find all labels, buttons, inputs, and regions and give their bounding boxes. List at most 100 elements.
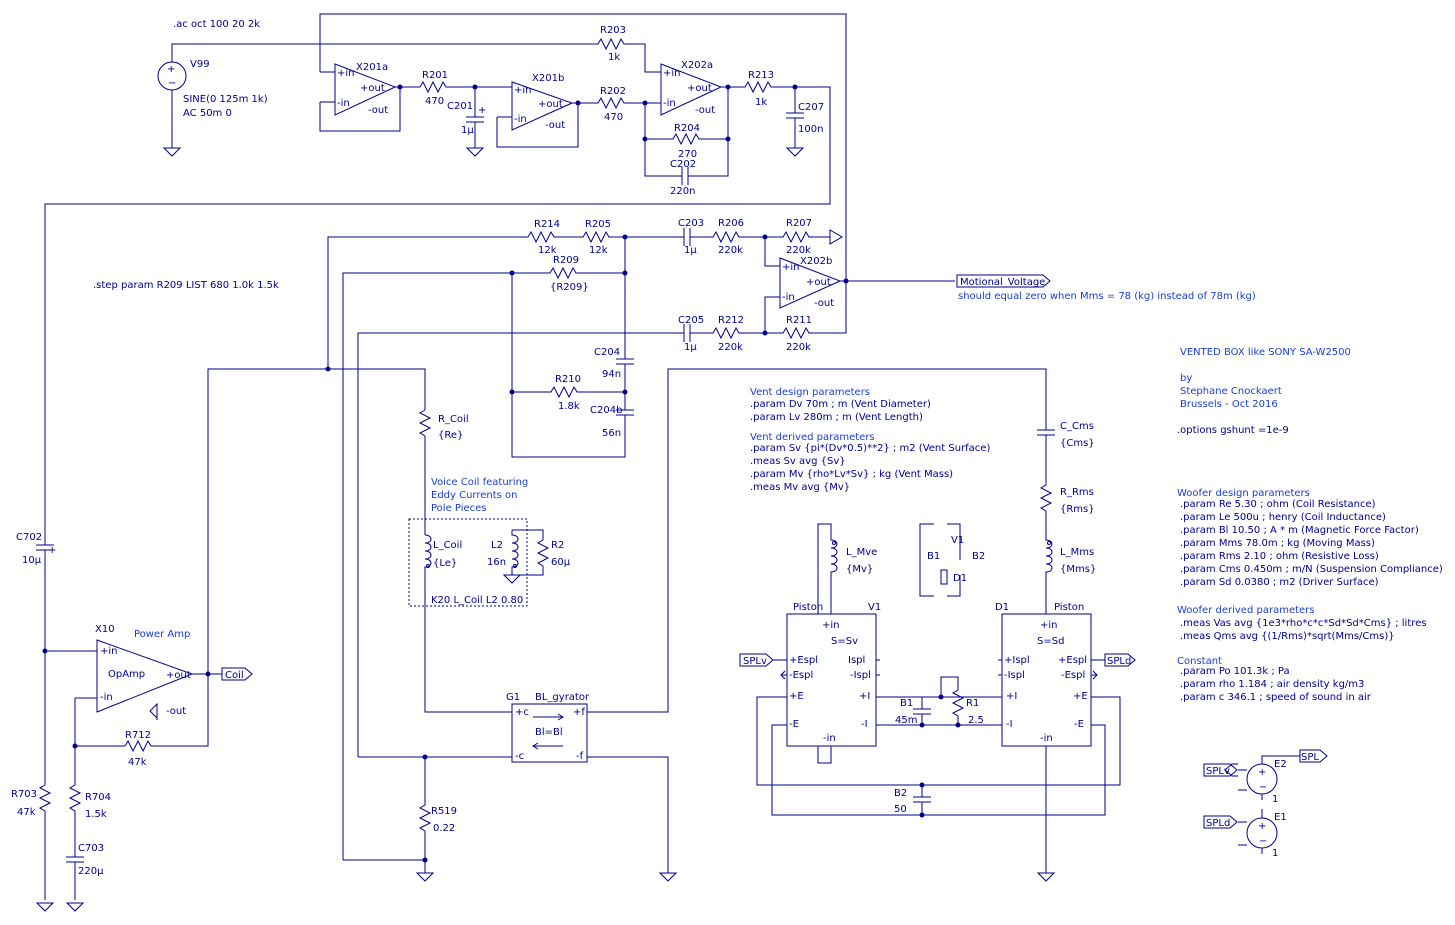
c204b-label: C204b [590, 405, 622, 416]
svg-text:Woofer design parameters: Woofer design parameters [1177, 488, 1310, 499]
r214-value: 12k [538, 245, 557, 256]
capacitor-c203[interactable] [683, 228, 830, 246]
step-directive[interactable]: .step param R209 LIST 680 1.0k 1.5k [93, 280, 279, 291]
capacitor-c204[interactable] [511, 237, 634, 458]
r212-label: R212 [718, 315, 744, 326]
capacitor-c201[interactable]: + [466, 87, 486, 157]
capacitor-c205[interactable] [357, 281, 847, 757]
resistor-r209[interactable] [342, 266, 625, 860]
r-rms-value: {Rms} [1060, 504, 1095, 515]
b2-value: 50 [894, 804, 907, 815]
r205-value: 12k [589, 245, 608, 256]
resistor-r201[interactable] [400, 80, 512, 94]
svg-text:-in: -in [1040, 733, 1053, 744]
spld-label-right[interactable]: SPLd [1091, 653, 1136, 680]
capacitor-c207[interactable] [786, 87, 804, 157]
svg-text:.param Mv {rho*Lv*Sv} ; kg (Ve: .param Mv {rho*Lv*Sv} ; kg (Vent Mass) [750, 469, 953, 480]
r204-value: 270 [678, 149, 697, 160]
resistor-r203[interactable] [595, 37, 661, 73]
opamp-x201a[interactable]: +in -in +out -out [319, 63, 401, 132]
resistor-r703[interactable] [38, 784, 52, 900]
opamp-x201b[interactable]: +in -in +out -out [496, 81, 579, 148]
coupling-directive[interactable]: K20 L_Coil L2 0.80 [431, 595, 523, 606]
v99-source[interactable]: + − [157, 43, 595, 157]
resistor-r202[interactable] [578, 96, 661, 110]
resistor-r519[interactable] [343, 756, 512, 873]
svg-text:.param rho 1.184 ; air density: .param rho 1.184 ; air density kg/m3 [1180, 679, 1364, 690]
resistor-r213[interactable] [44, 80, 831, 545]
mechanical-b2[interactable] [756, 696, 1121, 816]
svg-text:SPLd: SPLd [1206, 818, 1230, 829]
options-directive[interactable]: .options gshunt =1e-9 [1177, 425, 1289, 436]
svg-text:-Ispl: -Ispl [850, 670, 871, 681]
svg-text:-E: -E [789, 719, 799, 730]
motional-voltage-label[interactable]: Motional_Voltage [956, 274, 1051, 288]
svg-text:Coil: Coil [225, 670, 244, 681]
svg-text:1: 1 [1272, 794, 1278, 805]
mechanical-branch-cms-rms-mms[interactable] [1037, 429, 1055, 614]
capacitor-c702[interactable] [36, 544, 97, 785]
ac-directive[interactable]: .ac oct 100 20 2k [173, 19, 260, 30]
r204-label: R204 [674, 123, 700, 134]
opamp-x202a[interactable]: +in -in +out -out [660, 63, 723, 116]
l2-label: L2 [491, 540, 503, 551]
svg-text:SPLd: SPLd [1107, 656, 1131, 667]
r211-label: R211 [786, 315, 812, 326]
resistor-r-coil[interactable] [418, 409, 432, 535]
coil-net-label[interactable]: Coil [221, 667, 253, 681]
svg-text:OpAmp: OpAmp [108, 669, 145, 680]
r205-label: R205 [585, 219, 611, 230]
svg-text:-f: -f [576, 751, 584, 762]
svg-text:+out: +out [687, 83, 712, 94]
vent-parameters[interactable]: Vent design parameters .param Dv 70m ; m… [750, 387, 990, 493]
inductor-l2[interactable] [511, 529, 550, 576]
svg-text:D1: D1 [953, 573, 967, 584]
c202-value: 220n [670, 186, 695, 197]
motional-note: should equal zero when Mms = 78 (kg) ins… [958, 291, 1256, 302]
resistor-r214-r205[interactable] [327, 230, 684, 370]
svg-text:.meas Sv avg {Sv}: .meas Sv avg {Sv} [750, 456, 846, 467]
r213-label: R213 [748, 70, 774, 81]
svg-text:Motional_Voltage: Motional_Voltage [960, 277, 1045, 288]
spld-label-e1[interactable]: SPLd [1203, 815, 1238, 829]
r-coil-label: R_Coil [438, 414, 469, 425]
source-e2[interactable]: + − E2 1 [1224, 755, 1300, 805]
g1-label: G1 [506, 692, 520, 703]
svg-text:Vent derived parameters: Vent derived parameters [750, 432, 875, 443]
svg-text:-out: -out [814, 298, 834, 309]
r207-label: R207 [786, 218, 812, 229]
r213-value: 1k [755, 97, 767, 108]
svg-text:+I: +I [1006, 691, 1017, 702]
svg-text:-in: -in [782, 292, 795, 303]
opamp-x10-power-amp[interactable]: +in -in +out OpAmp -out [74, 639, 222, 785]
piston-driver-d1[interactable]: D1 Piston +in S=Sd +Ispl +Espl -Ispl -Es… [995, 602, 1092, 747]
svg-text:+in: +in [663, 68, 681, 79]
spl-output-label[interactable]: SPL [1299, 749, 1328, 763]
inductor-l-coil[interactable] [424, 534, 512, 713]
svg-text:Woofer derived parameters: Woofer derived parameters [1177, 605, 1315, 616]
svg-text:-Ispl: -Ispl [1004, 670, 1025, 681]
gyrator-g1[interactable]: +c -c +f -f Bl=Bl [511, 368, 1047, 873]
svg-text:+Espl: +Espl [1058, 655, 1087, 666]
resistor-r712[interactable] [124, 674, 209, 753]
svg-text:B1: B1 [927, 551, 940, 562]
source-e1[interactable]: + − E1 1 [1238, 809, 1287, 859]
resistor-r704[interactable] [66, 784, 84, 900]
opamp-x202b[interactable]: +in -in +out -out [764, 237, 955, 333]
r212-value: 220k [718, 342, 743, 353]
capacitor-c202[interactable] [681, 167, 689, 185]
c201-label: C201 [447, 101, 473, 112]
svg-text:-in: -in [514, 114, 527, 125]
splv-label-left[interactable]: SPLv [739, 653, 787, 680]
r206-value: 220k [718, 245, 743, 256]
svg-text:.param Lv 280m ; m (Vent Lengt: .param Lv 280m ; m (Vent Length) [750, 412, 923, 423]
r2-label: R2 [551, 540, 564, 551]
r203-label: R203 [600, 25, 626, 36]
woofer-parameters[interactable]: Woofer design parameters .param Re 5.30 … [1177, 488, 1443, 703]
c-cms-value: {Cms} [1060, 438, 1095, 449]
splv-label-e2[interactable]: SPLv [1203, 763, 1238, 777]
svg-text:+: + [48, 545, 56, 556]
piston-vent-v1[interactable]: Piston V1 +in S=Sv +Espl Ispl -Espl -Isp… [786, 602, 881, 764]
resistor-r204[interactable] [644, 86, 729, 177]
inductor-l-mve[interactable] [817, 523, 838, 614]
